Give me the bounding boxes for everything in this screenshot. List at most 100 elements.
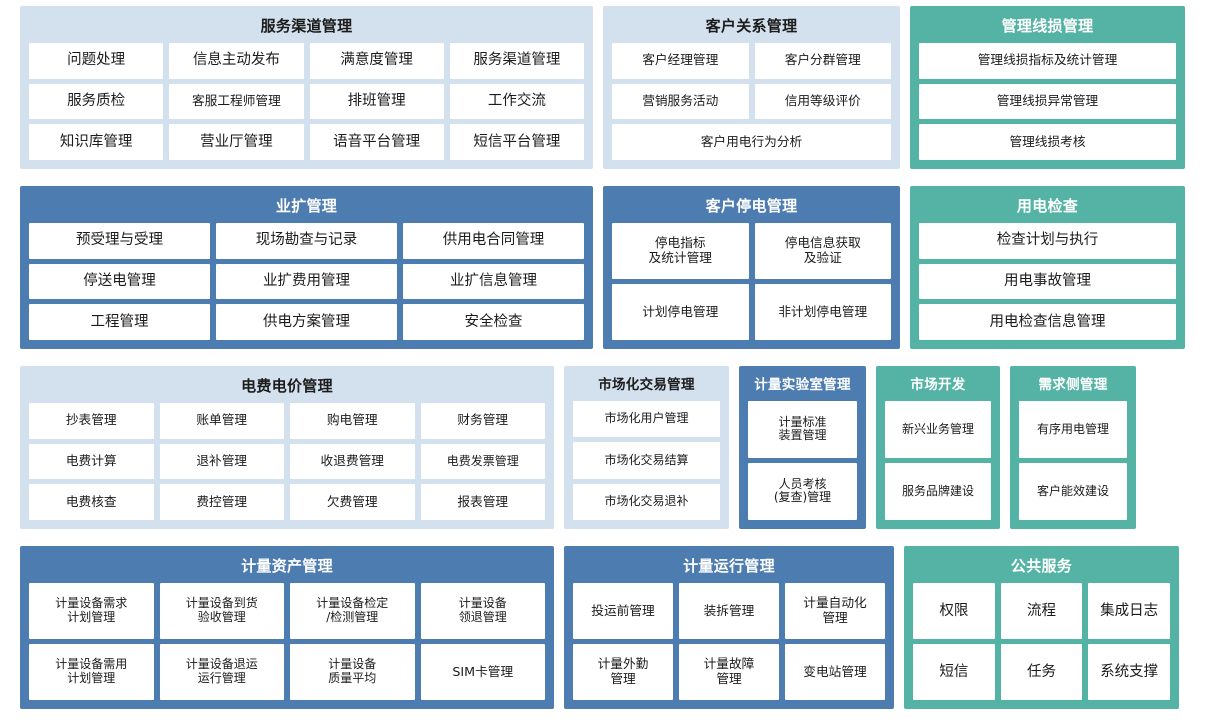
- module-cell[interactable]: 供电方案管理: [216, 304, 397, 340]
- module-cell[interactable]: 计划停电管理: [612, 283, 749, 340]
- module-cell[interactable]: 计量设备退运 运行管理: [159, 643, 284, 700]
- module-cell[interactable]: 短信平台管理: [449, 124, 584, 160]
- panel-items: 检查计划与执行 用电事故管理 用电检查信息管理: [919, 222, 1176, 340]
- module-cell[interactable]: 市场化交易结算: [573, 442, 720, 479]
- module-cell[interactable]: 满意度管理: [309, 42, 444, 79]
- module-cell[interactable]: 问题处理: [29, 42, 164, 79]
- module-cell[interactable]: 抄表管理: [29, 402, 154, 439]
- panel-row-1: 服务渠道管理 问题处理 信息主动发布 满意度管理 服务渠道管理 服务质检 客服工…: [20, 6, 1205, 169]
- module-cell[interactable]: 计量故障 管理: [679, 643, 779, 700]
- module-cell[interactable]: 客户能效建设: [1019, 462, 1127, 520]
- module-cell[interactable]: 信用等级评价: [754, 83, 891, 120]
- module-cell[interactable]: 客户用电行为分析: [612, 124, 891, 160]
- module-cell[interactable]: 营销服务活动: [612, 83, 749, 120]
- module-cell[interactable]: 营业厅管理: [169, 124, 304, 160]
- module-cell[interactable]: 电费发票管理: [420, 443, 545, 480]
- module-cell[interactable]: 有序用电管理: [1019, 400, 1127, 458]
- panel-demand-side-management[interactable]: 需求侧管理 有序用电管理 客户能效建设: [1010, 366, 1136, 529]
- item-row: 问题处理 信息主动发布 满意度管理 服务渠道管理: [29, 42, 584, 79]
- module-cell[interactable]: 权限: [913, 582, 995, 639]
- module-cell[interactable]: 停电信息获取 及验证: [754, 222, 891, 279]
- module-cell[interactable]: 购电管理: [290, 402, 415, 439]
- module-cell[interactable]: 信息主动发布: [169, 42, 304, 79]
- panel-title-metering-operation-management: 计量运行管理: [683, 557, 775, 575]
- module-cell[interactable]: 装拆管理: [679, 582, 779, 639]
- panel-electricity-fee-price-management[interactable]: 电费电价管理 抄表管理 账单管理 购电管理 财务管理 电费计算 退补管理 收退费…: [20, 366, 554, 529]
- panel-business-expansion-management[interactable]: 业扩管理 预受理与受理 现场勘查与记录 供用电合同管理 停送电管理 业扩费用管理…: [20, 186, 593, 349]
- module-cell[interactable]: 任务: [1000, 643, 1083, 700]
- panel-customer-outage-management[interactable]: 客户停电管理 停电指标 及统计管理 停电信息获取 及验证 计划停电管理 非计划停…: [603, 186, 900, 349]
- item-row: 投运前管理 装拆管理 计量自动化 管理: [573, 582, 885, 639]
- module-cell[interactable]: 工程管理: [29, 304, 210, 340]
- module-cell[interactable]: 客户分群管理: [754, 42, 891, 79]
- module-cell[interactable]: 工作交流: [449, 83, 584, 120]
- item-row: 服务质检 客服工程师管理 排班管理 工作交流: [29, 83, 584, 120]
- module-cell[interactable]: 计量标准 装置管理: [748, 400, 857, 458]
- module-cell[interactable]: 客户经理管理: [612, 42, 749, 79]
- module-cell[interactable]: 人员考核 (复查)管理: [748, 462, 857, 520]
- panel-management-line-loss[interactable]: 管理线损管理 管理线损指标及统计管理 管理线损异常管理 管理线损考核: [910, 6, 1185, 169]
- module-cell[interactable]: 计量自动化 管理: [785, 582, 885, 639]
- module-cell[interactable]: 费控管理: [159, 484, 284, 520]
- module-cell[interactable]: 预受理与受理: [29, 222, 210, 259]
- module-cell[interactable]: 计量设备检定 /检测管理: [290, 582, 415, 639]
- module-cell[interactable]: 财务管理: [420, 402, 545, 439]
- module-cell[interactable]: 停电指标 及统计管理: [612, 222, 749, 279]
- module-cell[interactable]: 语音平台管理: [309, 124, 444, 160]
- panel-title-metering-asset-management: 计量资产管理: [241, 557, 333, 575]
- module-cell[interactable]: 短信: [913, 643, 995, 700]
- module-cell[interactable]: 服务品牌建设: [885, 462, 991, 520]
- panel-customer-relationship-management[interactable]: 客户关系管理 客户经理管理 客户分群管理 营销服务活动 信用等级评价 客户用电行…: [603, 6, 900, 169]
- panel-public-service[interactable]: 公共服务 权限 流程 集成日志 短信 任务 系统支撑: [904, 546, 1179, 709]
- module-cell[interactable]: 欠费管理: [290, 484, 415, 520]
- module-cell[interactable]: 计量设备 领退管理: [420, 582, 545, 639]
- module-cell[interactable]: 知识库管理: [29, 124, 164, 160]
- module-cell[interactable]: 供用电合同管理: [403, 222, 584, 259]
- module-cell[interactable]: 服务质检: [29, 83, 164, 120]
- panel-metering-asset-management[interactable]: 计量资产管理 计量设备需求 计划管理 计量设备到货 验收管理 计量设备检定 /检…: [20, 546, 554, 709]
- module-cell[interactable]: 计量外勤 管理: [573, 643, 673, 700]
- module-cell[interactable]: 客服工程师管理: [169, 83, 304, 120]
- module-cell[interactable]: 管理线损考核: [919, 124, 1176, 160]
- panel-electricity-use-inspection[interactable]: 用电检查 检查计划与执行 用电事故管理 用电检查信息管理: [910, 186, 1185, 349]
- module-cell[interactable]: 计量设备需用 计划管理: [29, 643, 154, 700]
- module-cell[interactable]: 用电事故管理: [919, 263, 1176, 300]
- module-cell[interactable]: 集成日志: [1088, 582, 1171, 639]
- module-cell[interactable]: 收退费管理: [290, 443, 415, 480]
- module-cell[interactable]: 业扩信息管理: [403, 263, 584, 300]
- panel-metering-operation-management[interactable]: 计量运行管理 投运前管理 装拆管理 计量自动化 管理 计量外勤 管理 计量故障 …: [564, 546, 894, 709]
- module-cell[interactable]: 检查计划与执行: [919, 222, 1176, 259]
- module-cell[interactable]: 用电检查信息管理: [919, 304, 1176, 340]
- module-cell[interactable]: 投运前管理: [573, 582, 673, 639]
- panel-market-development[interactable]: 市场开发 新兴业务管理 服务品牌建设: [876, 366, 1000, 529]
- module-cell[interactable]: 新兴业务管理: [885, 400, 991, 458]
- module-cell[interactable]: 变电站管理: [785, 643, 885, 700]
- module-cell[interactable]: 业扩费用管理: [216, 263, 397, 300]
- module-cell[interactable]: 安全检查: [403, 304, 584, 340]
- module-cell[interactable]: 管理线损异常管理: [919, 83, 1176, 120]
- module-cell[interactable]: 计量设备到货 验收管理: [159, 582, 284, 639]
- module-cell[interactable]: 现场勘查与记录: [216, 222, 397, 259]
- module-cell[interactable]: 排班管理: [309, 83, 444, 120]
- module-cell[interactable]: 服务渠道管理: [449, 42, 584, 79]
- item-row: 市场化交易退补: [573, 483, 720, 520]
- module-cell[interactable]: 非计划停电管理: [754, 283, 891, 340]
- module-cell[interactable]: 市场化交易退补: [573, 483, 720, 520]
- module-cell[interactable]: 停送电管理: [29, 263, 210, 300]
- module-cell[interactable]: 计量设备需求 计划管理: [29, 582, 154, 639]
- module-cell[interactable]: 报表管理: [420, 484, 545, 520]
- module-cell[interactable]: 退补管理: [159, 443, 284, 480]
- panel-items: 新兴业务管理 服务品牌建设: [885, 400, 991, 520]
- module-cell[interactable]: 电费核查: [29, 484, 154, 520]
- module-cell[interactable]: 计量设备 质量平均: [290, 643, 415, 700]
- module-cell[interactable]: SIM卡管理: [420, 643, 545, 700]
- panel-market-trading-management[interactable]: 市场化交易管理 市场化用户管理 市场化交易结算 市场化交易退补: [564, 366, 729, 529]
- module-cell[interactable]: 系统支撑: [1088, 643, 1171, 700]
- panel-service-channel-management[interactable]: 服务渠道管理 问题处理 信息主动发布 满意度管理 服务渠道管理 服务质检 客服工…: [20, 6, 593, 169]
- module-cell[interactable]: 管理线损指标及统计管理: [919, 42, 1176, 79]
- module-cell[interactable]: 市场化用户管理: [573, 400, 720, 438]
- module-cell[interactable]: 流程: [1000, 582, 1083, 639]
- module-cell[interactable]: 电费计算: [29, 443, 154, 480]
- panel-metering-laboratory-management[interactable]: 计量实验室管理 计量标准 装置管理 人员考核 (复查)管理: [739, 366, 866, 529]
- module-cell[interactable]: 账单管理: [159, 402, 284, 439]
